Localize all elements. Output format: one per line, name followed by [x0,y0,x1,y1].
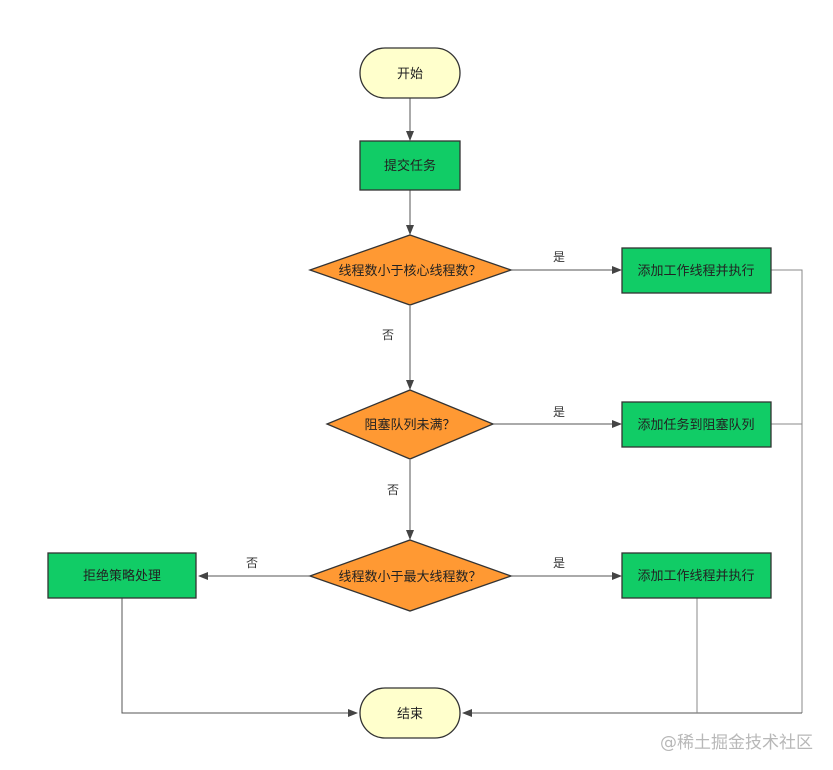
node-start-label: 开始 [397,67,423,82]
node-check-queue-label: 阻塞队列未满？ [364,417,455,433]
node-check-max: 线程数小于最大线程数？ [308,539,513,612]
node-submit: 提交任务 [359,140,461,191]
node-check-max-label: 线程数小于最大线程数？ [338,570,481,585]
node-start: 开始 [359,47,461,99]
node-end-label: 结束 [397,707,423,722]
label-no-3: 否 [246,556,258,570]
node-reject-label: 拒绝策略处理 [83,568,161,584]
connectors [121,98,803,717]
node-add-worker-1-label: 添加工作线程并执行 [637,264,754,279]
edge-add-worker-1-to-end [771,269,803,713]
label-yes-2: 是 [553,405,565,419]
node-reject: 拒绝策略处理 [47,552,197,599]
node-submit-label: 提交任务 [384,158,436,174]
node-check-core-label: 线程数小于核心线程数？ [338,264,481,279]
node-add-queue: 添加任务到阻塞队列 [621,401,772,448]
node-end: 结束 [359,687,461,739]
node-add-worker-2: 添加工作线程并执行 [621,552,772,599]
label-yes-1: 是 [553,250,565,264]
label-yes-3: 是 [553,556,565,570]
node-add-worker-1: 添加工作线程并执行 [621,247,772,294]
watermark: @稀土掘金技术社区 [660,733,813,753]
node-add-worker-2-label: 添加工作线程并执行 [637,569,754,584]
label-no-2: 否 [387,483,399,497]
node-check-core: 线程数小于核心线程数？ [308,234,513,306]
label-no-1: 否 [382,328,394,342]
edge-reject-to-end [121,598,358,717]
node-add-queue-label: 添加任务到阻塞队列 [637,417,754,433]
node-check-queue: 阻塞队列未满？ [325,389,495,460]
